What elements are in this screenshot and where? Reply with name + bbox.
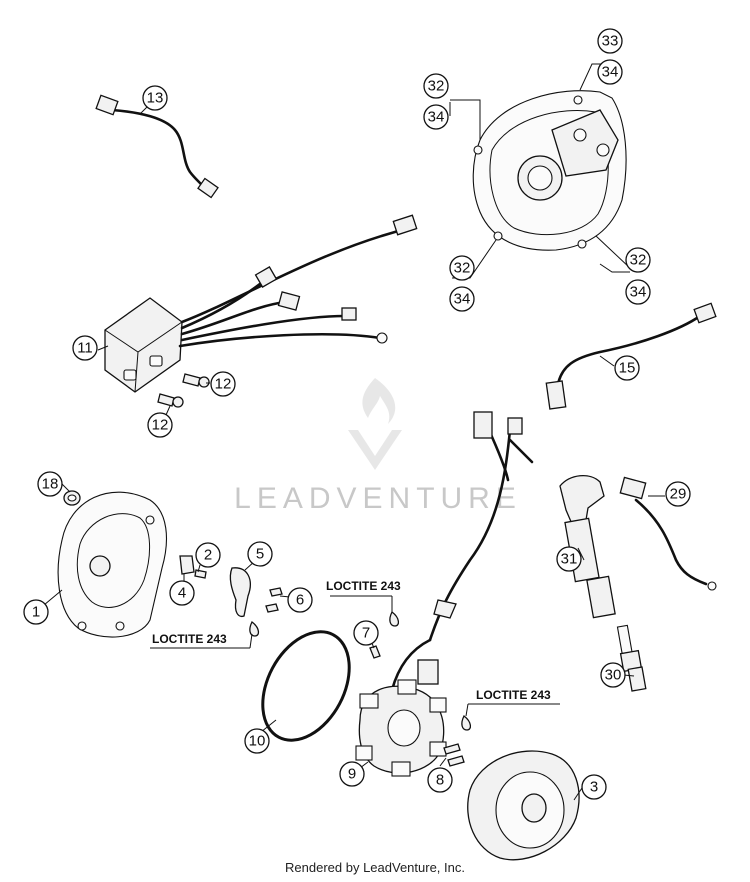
- callout-34-bottom-left: 34: [449, 286, 475, 312]
- part-8-screws: [443, 743, 465, 767]
- callout-1: 1: [23, 599, 49, 625]
- part-9-stator: [355, 679, 447, 777]
- part-4-pin: [179, 555, 195, 575]
- part-9-harness: [390, 411, 534, 692]
- svg-text:13: 13: [147, 90, 164, 107]
- callout-11: 11: [72, 335, 98, 361]
- part-30-spark-plug: [616, 624, 647, 692]
- callout-34-bottom-right: 34: [625, 279, 651, 305]
- svg-text:12: 12: [152, 417, 169, 434]
- loctite-drop-3: [461, 715, 472, 731]
- svg-text:30: 30: [605, 667, 622, 684]
- callout-7: 7: [353, 620, 379, 646]
- loctite-label-1: LOCTITE 243: [326, 579, 401, 593]
- svg-text:10: 10: [249, 733, 266, 750]
- svg-text:1: 1: [32, 604, 40, 621]
- part-15-cable: [545, 302, 717, 410]
- callout-32-top-left: 32: [423, 73, 449, 99]
- watermark-logo: [348, 378, 402, 470]
- callout-6: 6: [287, 587, 313, 613]
- svg-text:3: 3: [590, 779, 598, 796]
- svg-text:32: 32: [630, 252, 647, 269]
- part-5-lever: [229, 567, 251, 618]
- footer-credit: Rendered by LeadVenture, Inc.: [285, 860, 465, 875]
- watermark-text: LEADVENTURE: [234, 482, 522, 515]
- loctite-drop-2: [389, 611, 400, 627]
- svg-text:2: 2: [204, 547, 212, 564]
- svg-text:32: 32: [428, 78, 445, 95]
- part-12-screws: [157, 373, 210, 408]
- callout-12a: 12: [210, 371, 236, 397]
- callout-10: 10: [244, 728, 270, 754]
- part-7-screw: [369, 645, 381, 659]
- callout-32-bottom-left: 32: [449, 255, 475, 281]
- callout-4: 4: [169, 580, 195, 606]
- callout-9: 9: [339, 761, 365, 787]
- part-11-cdi-unit: [104, 214, 418, 393]
- svg-text:34: 34: [630, 284, 647, 301]
- callout-12b: 12: [147, 412, 173, 438]
- part-ignition-cover: [472, 90, 627, 251]
- part-13-sensor-cable: [95, 94, 219, 199]
- loctite-label-2: LOCTITE 243: [152, 632, 227, 646]
- svg-text:34: 34: [602, 64, 619, 81]
- part-29-cable: [619, 476, 717, 591]
- callout-2: 2: [195, 542, 221, 568]
- callout-15: 15: [614, 355, 640, 381]
- svg-text:18: 18: [42, 476, 59, 493]
- callout-31: 31: [556, 546, 582, 572]
- callout-5: 5: [247, 541, 273, 567]
- part-1-cover: [57, 491, 167, 638]
- svg-text:8: 8: [436, 772, 444, 789]
- part-2-screw: [194, 569, 207, 579]
- callout-29: 29: [665, 481, 691, 507]
- svg-text:6: 6: [296, 592, 304, 609]
- callout-13: 13: [142, 85, 168, 111]
- callout-34-top-left: 34: [423, 104, 449, 130]
- svg-text:5: 5: [256, 546, 264, 563]
- svg-text:9: 9: [348, 766, 356, 783]
- part-3-flywheel: [467, 750, 580, 861]
- svg-text:7: 7: [362, 625, 370, 642]
- svg-text:11: 11: [77, 340, 93, 357]
- callout-32-bottom-right: 32: [625, 247, 651, 273]
- part-6-screws: [265, 587, 283, 613]
- svg-text:34: 34: [454, 291, 471, 308]
- callout-3: 3: [581, 774, 607, 800]
- svg-text:4: 4: [178, 585, 186, 602]
- svg-text:29: 29: [670, 486, 687, 503]
- callout-8: 8: [427, 767, 453, 793]
- svg-text:12: 12: [215, 376, 232, 393]
- part-10-gasket: [261, 630, 351, 742]
- callout-33: 33: [597, 28, 623, 54]
- loctite-label-3: LOCTITE 243: [476, 688, 551, 702]
- svg-text:31: 31: [561, 551, 578, 568]
- svg-text:32: 32: [454, 260, 471, 277]
- callout-34-top-right: 34: [597, 59, 623, 85]
- loctite-drop-1: [249, 621, 260, 637]
- svg-text:15: 15: [619, 360, 636, 377]
- svg-text:33: 33: [602, 33, 619, 50]
- part-18-grommet: [63, 490, 81, 506]
- callout-18: 18: [37, 471, 63, 497]
- callout-30: 30: [600, 662, 626, 688]
- svg-text:34: 34: [428, 109, 445, 126]
